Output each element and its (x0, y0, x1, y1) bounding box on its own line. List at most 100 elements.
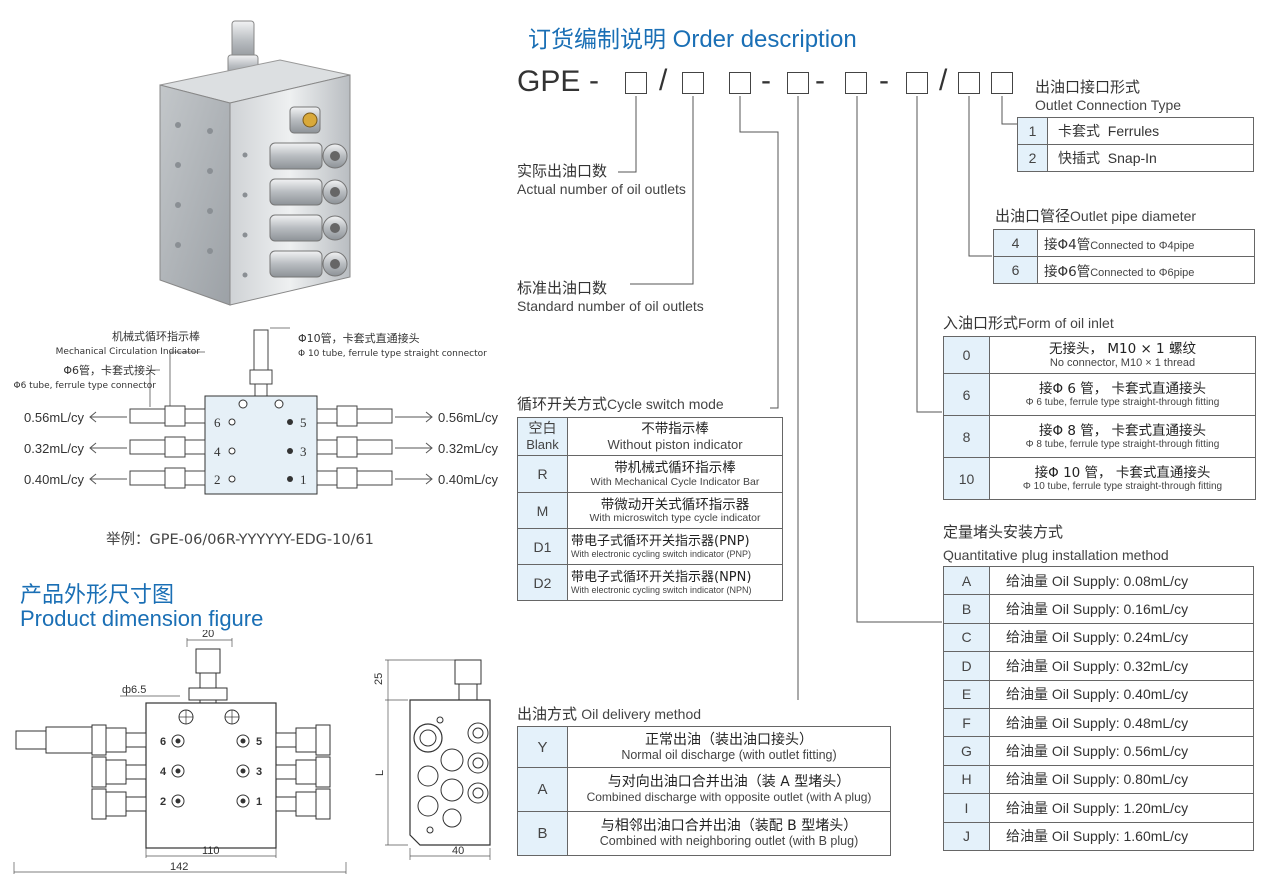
option-desc: 给油量 Oil Supply: 0.08mL/cy (989, 565, 1254, 596)
option-en: Φ 10 tube, ferrule type straight-through… (1022, 480, 1223, 492)
option-desc: 带电子式循环开关指示器(PNP)With electronic cycling … (567, 528, 783, 565)
table-row: 1 卡套式 Ferrules (1017, 117, 1254, 145)
dim-port-5: 5 (256, 736, 262, 748)
option-zh: 卡套式 (1058, 124, 1100, 140)
option-zh: 无接头， M10 × 1 螺纹 (1049, 340, 1196, 357)
option-code: 1 (1017, 117, 1048, 145)
outlet-connection-zh: 出油口接口形式 (1035, 78, 1141, 96)
oil-supply-value: 1.60mL/cy (1123, 828, 1189, 845)
option-en: Snap-In (1107, 150, 1157, 166)
example-prefix: 举例： (106, 532, 150, 548)
example-line: 举例：GPE-06/06R-YYYYYY-EDG-10/61 (106, 528, 374, 549)
standard-outlets-label: 标准出油口数 Standard number of oil outlets (517, 277, 704, 314)
order-code-line: GPE - / - - - / (517, 63, 1037, 107)
option-desc: 给油量 Oil Supply: 0.48mL/cy (989, 707, 1254, 738)
dim-65: ф6.5 (122, 684, 146, 696)
oil-supply-value: 0.16mL/cy (1123, 601, 1189, 618)
option-code: M (517, 492, 568, 529)
page-title: 订货编制说明 Order description (528, 20, 857, 54)
option-code: B (943, 594, 990, 624)
oil-supply-label-en: Oil Supply: (1051, 686, 1120, 703)
oil-supply-label-en: Oil Supply: (1051, 714, 1120, 731)
option-zh: 带电子式循环开关指示器(PNP) (571, 533, 750, 549)
product-photo (159, 20, 351, 306)
option-desc: 给油量 Oil Supply: 0.40mL/cy (989, 679, 1254, 709)
table-row: 2 快插式 Snap-In (1017, 144, 1254, 172)
delivery-en: Oil delivery method (581, 706, 702, 722)
oil-supply-label-en: Oil Supply: (1051, 743, 1120, 760)
option-zh: 接Φ 10 管， 卡套式直通接头 (1034, 464, 1211, 481)
oil-supply-label-zh: 给油量 (1006, 744, 1048, 761)
code-box-connection (991, 72, 1013, 94)
option-code: D (943, 651, 990, 681)
code-box-plug (845, 72, 867, 94)
oil-supply-label-en: Oil Supply: (1051, 799, 1120, 816)
option-desc: 给油量 Oil Supply: 0.56mL/cy (989, 736, 1254, 766)
standard-outlets-zh: 标准出油口数 (517, 279, 608, 297)
oil-supply-value: 0.48mL/cy (1123, 714, 1189, 731)
code-dash: - (815, 64, 825, 97)
oil-supply-value: 1.20mL/cy (1123, 799, 1189, 816)
option-zh: 正常出油（装出油口接头） (645, 731, 813, 748)
option-code: 8 (943, 415, 990, 458)
dimension-title-en: Product dimension figure (20, 606, 264, 631)
indicator-label-zh: 机械式循环指示棒 (112, 329, 200, 343)
option-en: No connector, M10 × 1 thread (1049, 356, 1196, 369)
cycle-switch-en: Cycle switch mode (607, 396, 724, 412)
code-slash: / (939, 64, 948, 97)
outlet-pipe-table: 4 接Φ4管Connected to Φ4pipe 6 接Φ6管Connecte… (993, 229, 1255, 284)
plug-install-zh: 定量堵头安装方式 (943, 523, 1064, 541)
oil-supply-value: 0.80mL/cy (1123, 771, 1189, 788)
option-zh: 与相邻出油口合并出油（装配 B 型堵头） (600, 818, 858, 834)
page-title-en: Order description (672, 26, 857, 53)
option-code: G (943, 736, 990, 766)
option-en: Combined discharge with opposite outlet … (586, 790, 872, 804)
actual-outlets-label: 实际出油口数 Actual number of oil outlets (517, 160, 686, 197)
code-box-inlet (906, 72, 928, 94)
flow-left-2: 0.32mL/cy (24, 441, 84, 456)
outlet-connection-table: 1 卡套式 Ferrules 2 快插式 Snap-In (1017, 117, 1254, 172)
oil-supply-label-zh: 给油量 (1006, 573, 1048, 590)
option-desc: 卡套式 Ferrules (1047, 117, 1254, 145)
option-en: Φ 6 tube, ferrule type straight-through … (1025, 396, 1220, 408)
option-code: 0 (943, 336, 990, 374)
dim-L: L (374, 770, 386, 776)
option-zh: 带电子式循环开关指示器(NPN) (571, 569, 752, 585)
oil-supply-label-zh: 给油量 (1006, 715, 1048, 732)
dim-25: 25 (373, 673, 385, 685)
oil-supply-label-en: Oil Supply: (1051, 572, 1120, 589)
option-en: Φ 8 tube, ferrule type straight-through … (1025, 438, 1220, 450)
option-desc: 与相邻出油口合并出油（装配 B 型堵头）Combined with neighb… (567, 811, 891, 856)
option-desc: 给油量 Oil Supply: 1.60mL/cy (989, 821, 1254, 851)
oil-supply-value: 0.32mL/cy (1123, 657, 1189, 674)
option-zh: 接Φ 6 管， 卡套式直通接头 (1038, 380, 1207, 397)
option-desc: 给油量 Oil Supply: 0.80mL/cy (989, 764, 1254, 795)
option-zh: 接Φ 8 管， 卡套式直通接头 (1038, 422, 1207, 439)
flow-right-2: 0.32mL/cy (438, 441, 498, 456)
delivery-heading: 出油方式 Oil delivery method (517, 703, 701, 724)
option-desc: 带电子式循环开关指示器(NPN)With electronic cycling … (567, 564, 783, 601)
code-slash: / (659, 64, 668, 97)
outlet-connection-en: Outlet Connection Type (1035, 97, 1182, 113)
standard-outlets-en: Standard number of oil outlets (517, 298, 704, 314)
option-en: Connected to Φ6pipe (1090, 266, 1195, 279)
dim-port-6: 6 (160, 736, 166, 748)
code-prefix: GPE (517, 65, 581, 98)
oil-supply-label-en: Oil Supply: (1051, 771, 1120, 788)
oil-supply-label-en: Oil Supply: (1051, 601, 1120, 618)
option-code: A (943, 565, 990, 596)
option-zh: 接Φ6管 (1044, 263, 1091, 280)
option-code: B (517, 811, 568, 856)
flow-right-3: 0.40mL/cy (438, 472, 498, 487)
